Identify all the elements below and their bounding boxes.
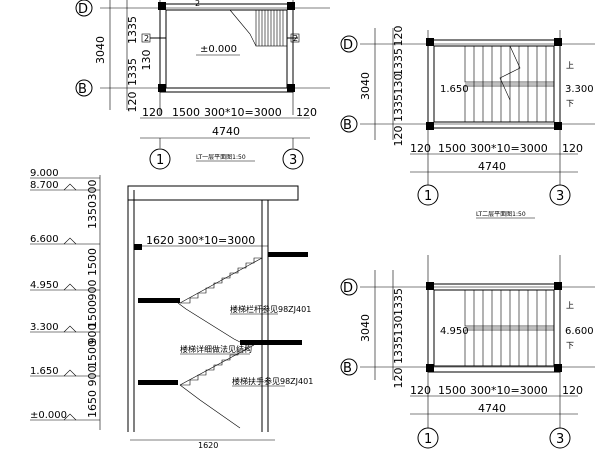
dim-stair: 1620 300*10=3000 (146, 234, 255, 247)
dim-h: 120 (296, 106, 317, 119)
dim-v: 130 (392, 316, 405, 337)
dim-h-total: 4740 (212, 125, 240, 138)
dim-h: 120 (562, 142, 583, 155)
section-level: 4.950 (30, 280, 59, 291)
dim-v: 120 (392, 368, 405, 389)
level-markers: 9.000 8.700 6.600 4.950 3.300 1.650 ±0.0… (30, 168, 100, 421)
dim-v: 1650 (86, 390, 99, 418)
dim-h: 300*10=3000 (204, 106, 282, 119)
dim-v: 1500 (86, 248, 99, 276)
dim-h: 120 (142, 106, 163, 119)
dim-v: 120 (392, 126, 405, 147)
dim-v: 1335 (126, 16, 139, 44)
dim-v-total: 3040 (94, 36, 107, 64)
dim-h: 120 (410, 142, 431, 155)
axis-label: B (78, 82, 87, 97)
dim-h: 300*10=3000 (470, 384, 548, 397)
dim-h-total: 4740 (478, 402, 506, 415)
dim-v: 900 (86, 280, 99, 301)
arrow-up-label: 上 (566, 301, 574, 310)
axis-label: D (78, 2, 88, 17)
dim-v-total: 3040 (359, 72, 372, 100)
axis-label: D (343, 281, 353, 296)
arrow-up-label: 上 (566, 61, 574, 70)
plan-third-floor: 上 下 4.950 6.600 1335 130 1335 120 3040 D… (340, 255, 595, 449)
axis-label: 1 (424, 432, 432, 447)
dim-h: 120 (410, 384, 431, 397)
dim-v: 1335 (392, 48, 405, 76)
arrow-down-label: 下 (566, 341, 574, 350)
plan-first-floor: 2 2 2 ±0.000 1335 1335 130 120 3040 D B … (75, 0, 330, 170)
dim-v: 1335 (392, 336, 405, 364)
section-marker: 2 (195, 0, 200, 8)
axis-label: B (343, 361, 352, 376)
axis-label: 3 (289, 153, 297, 168)
axis-label: 1 (156, 153, 164, 168)
dim-v: 130 (392, 74, 405, 95)
stair-section: 9.000 8.700 6.600 4.950 3.300 1.650 ±0.0… (30, 168, 313, 450)
drawing-title: LT二层平面图1:50 (476, 211, 526, 218)
dim-h: 300*10=3000 (470, 142, 548, 155)
dim-h: 120 (562, 384, 583, 397)
dim-v: 1500 (86, 340, 99, 368)
dim-v: 1335 (392, 288, 405, 316)
dim-h-total: 4740 (478, 160, 506, 173)
floor-level: 1.650 (440, 84, 469, 95)
axis-label: 3 (556, 432, 564, 447)
floor-level: 4.950 (440, 326, 469, 337)
dim-v: 120 (392, 26, 405, 47)
section-marker: 2 (144, 34, 149, 43)
note: 楼梯详细做法见结构 (180, 344, 252, 354)
floor-level: 3.300 (565, 84, 594, 95)
dim-v: 900 (86, 324, 99, 345)
section-level: 8.700 (30, 180, 59, 191)
floor-level: 6.600 (565, 326, 594, 337)
axis-label: 3 (556, 189, 564, 204)
dim-h: 1500 (172, 106, 200, 119)
dim-v: 900 (86, 366, 99, 387)
dim-bottom: 1620 (198, 441, 218, 450)
section-level: ±0.000 (30, 410, 67, 421)
dim-v: 1335 (392, 94, 405, 122)
dim-h: 1500 (438, 142, 466, 155)
section-level: 9.000 (30, 168, 59, 179)
dim-v: 1350 (86, 201, 99, 229)
section-marker: 2 (293, 34, 298, 43)
floor-level: ±0.000 (200, 44, 237, 55)
section-level: 3.300 (30, 322, 59, 333)
axis-label: D (343, 38, 353, 53)
dim-v: 130 (140, 50, 153, 71)
arrow-down-label: 下 (566, 99, 574, 108)
dim-v-total: 3040 (359, 314, 372, 342)
axis-label: B (343, 118, 352, 133)
note: 楼梯栏杆参见98ZJ401 (230, 304, 311, 314)
dim-v: 120 (126, 92, 139, 113)
note: 楼梯扶手参见98ZJ401 (232, 376, 313, 386)
section-level: 6.600 (30, 234, 59, 245)
dim-v: 300 (86, 180, 99, 201)
dim-h: 1500 (438, 384, 466, 397)
dim-v: 1500 (86, 300, 99, 328)
section-level: 1.650 (30, 366, 59, 377)
axis-label: 1 (424, 189, 432, 204)
plan-second-floor: 上 下 1.650 3.300 120 1335 130 1335 120 30… (340, 26, 595, 219)
drawing-title: LT一层平面图1:50 (196, 154, 246, 161)
dim-v: 1335 (126, 58, 139, 86)
